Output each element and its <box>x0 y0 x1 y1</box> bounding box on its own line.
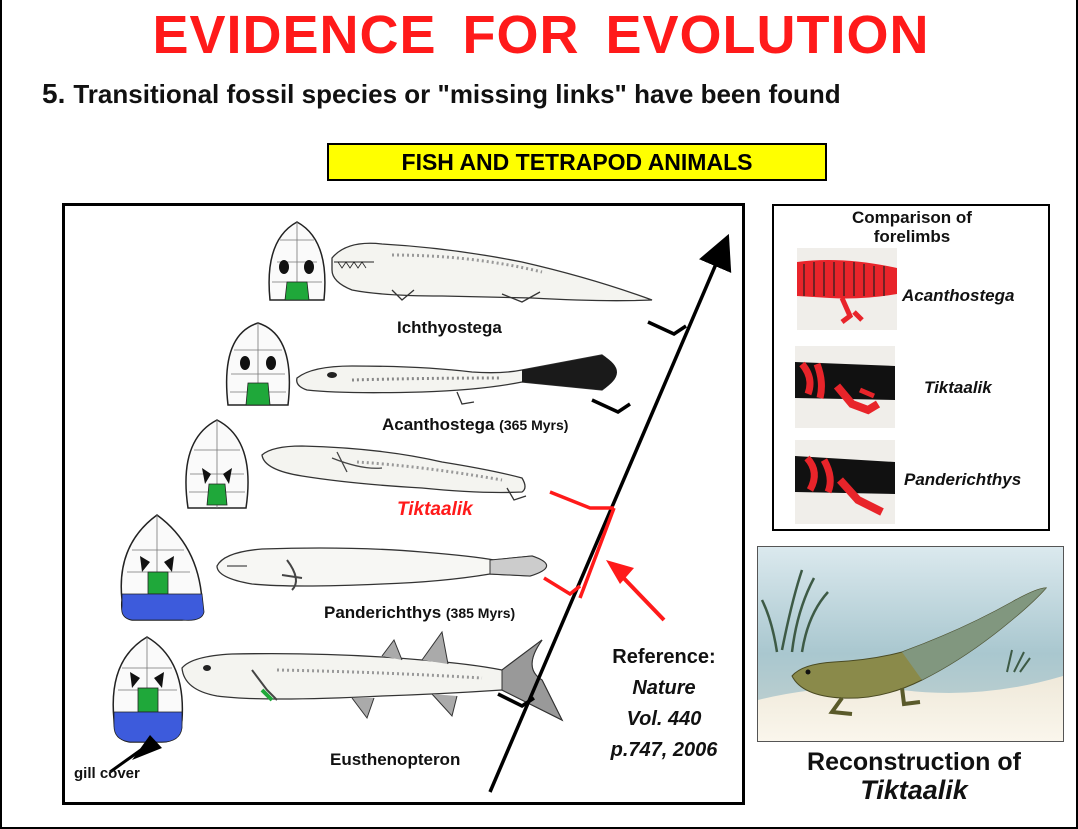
tick-panderichthys <box>544 578 580 594</box>
forelimb-heading: Comparison of forelimbs <box>822 208 1002 246</box>
skull-acanthostega <box>227 323 290 405</box>
reconstruction-frame <box>757 546 1064 742</box>
tick-acanthostega <box>592 400 630 412</box>
reference-page: p.747, 2006 <box>594 735 734 766</box>
reconstruction-caption-line2: Tiktaalik <box>764 776 1064 804</box>
panderichthys-body <box>217 548 547 590</box>
reference-heading: Reference: <box>594 642 734 673</box>
reference-note: Reference: Nature Vol. 440 p.747, 2006 <box>594 642 734 766</box>
ichthyostega-body <box>332 243 652 302</box>
forelimb-label-panderichthys: Panderichthys <box>904 470 1021 490</box>
forelimb-label-tiktaalik: Tiktaalik <box>924 378 992 398</box>
skull-tiktaalik <box>186 420 248 508</box>
eusthenopteron-body <box>182 632 562 720</box>
label-ichthyostega: Ichthyostega <box>397 318 502 338</box>
skull-ichthyostega <box>269 222 325 300</box>
reconstruction-caption-line1: Reconstruction of <box>764 748 1064 776</box>
tick-ichthyostega <box>648 322 686 334</box>
label-tiktaalik: Tiktaalik <box>397 499 473 521</box>
forelimb-label-acanthostega: Acanthostega <box>902 286 1014 306</box>
reference-journal: Nature <box>594 673 734 704</box>
reference-volume: Vol. 440 <box>594 704 734 735</box>
reconstruction-caption: Reconstruction of Tiktaalik <box>764 748 1064 804</box>
label-acanthostega: Acanthostega (365 Myrs) <box>382 415 568 435</box>
tick-tiktaalik <box>550 492 614 508</box>
label-eusthenopteron: Eusthenopteron <box>330 750 460 770</box>
tiktaalik-body <box>262 446 526 500</box>
skull-eusthenopteron <box>113 637 182 742</box>
label-gill-cover: gill cover <box>74 765 140 782</box>
label-panderichthys: Panderichthys (385 Myrs) <box>324 603 515 623</box>
acanthostega-body <box>297 355 617 404</box>
skull-panderichthys <box>121 515 204 620</box>
